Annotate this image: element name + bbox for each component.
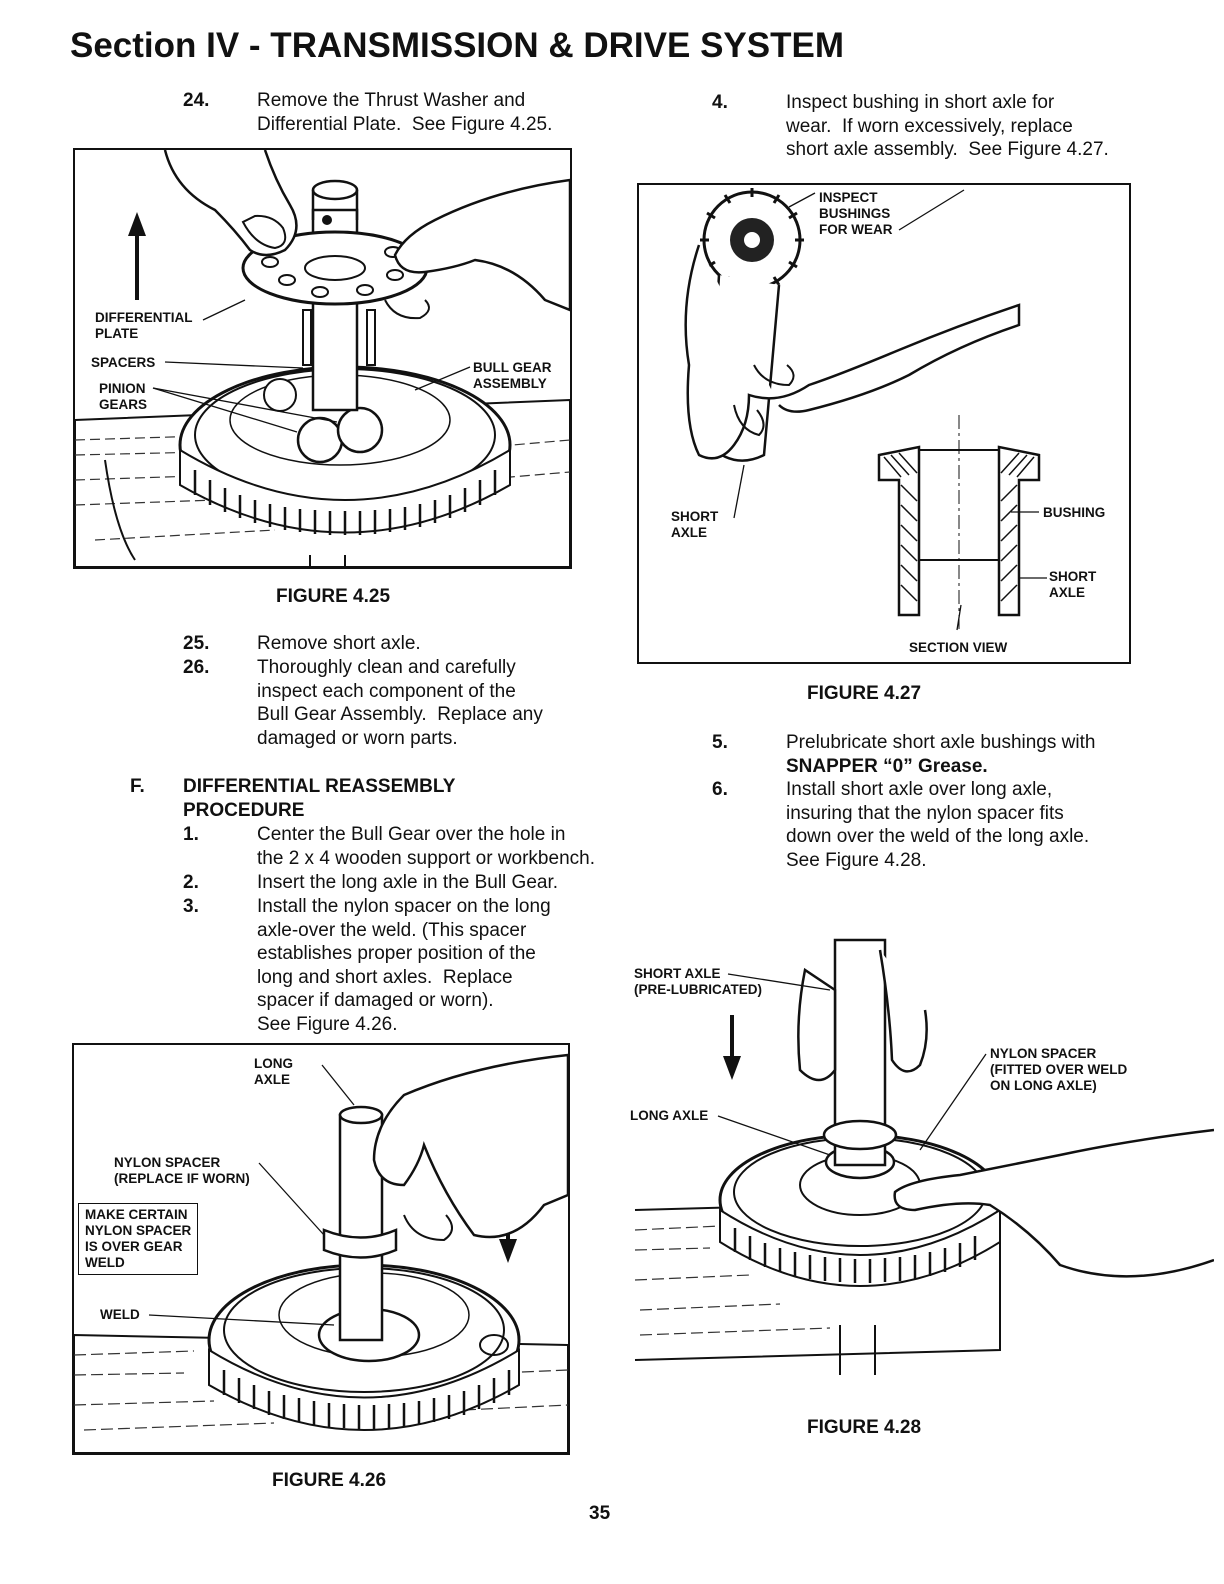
step-26: 26. Thoroughly clean and carefully inspe… (183, 656, 603, 752)
figure-4-28: SHORT AXLE (PRE-LUBRICATED) NYLON SPACER… (630, 930, 1214, 1390)
label-short-axle-prelubricated: SHORT AXLE (PRE-LUBRICATED) (634, 966, 762, 997)
step-text: Insert the long axle in the Bull Gear. (257, 872, 559, 893)
step-number: 24. (183, 90, 210, 111)
label-inspect-bushings: INSPECT BUSHINGS FOR WEAR (819, 190, 893, 237)
label-nylon-spacer: NYLON SPACER (REPLACE IF WORN) (114, 1155, 250, 1186)
section-title: Section IV - TRANSMISSION & DRIVE SYSTEM (70, 26, 844, 65)
step-text: Install short axle over long axle, insur… (786, 779, 1090, 871)
step-6: 6. Install short axle over long axle, in… (712, 778, 1152, 874)
section-f-letter: F. (130, 776, 145, 797)
step-f-1: 1. Center the Bull Gear over the hole in… (183, 823, 623, 871)
label-spacers: SPACERS (91, 355, 156, 371)
step-text: Thoroughly clean and carefully inspect e… (257, 657, 543, 749)
page-number: 35 (589, 1503, 611, 1524)
step-text: Prelubricate short axle bushings with (786, 732, 1096, 753)
step-text: Center the Bull Gear over the hole in th… (257, 824, 595, 869)
label-short-axle: SHORT AXLE (671, 509, 719, 540)
step-number: 3. (183, 896, 199, 917)
label-short-axle-section: SHORT AXLE (1049, 569, 1097, 600)
label-differential-plate: DIFFERENTIAL PLATE (95, 310, 193, 341)
figure-4-26-caption: FIGURE 4.26 (272, 1470, 387, 1491)
step-number: 1. (183, 824, 199, 845)
step-text: Inspect bushing in short axle for wear. … (786, 92, 1109, 161)
step-text: Remove short axle. (257, 633, 421, 654)
label-weld: WELD (100, 1307, 140, 1322)
section-f-heading: DIFFERENTIAL REASSEMBLY PROCEDURE (183, 776, 456, 821)
step-f-3: 3. Install the nylon spacer on the long … (183, 895, 623, 1039)
step-number: 26. (183, 657, 210, 678)
step-f-2: 2. Insert the long axle in the Bull Gear… (183, 871, 623, 895)
note-make-certain: MAKE CERTAIN NYLON SPACER IS OVER GEAR W… (78, 1203, 199, 1275)
label-bull-gear-assembly: BULL GEAR ASSEMBLY (473, 360, 552, 391)
figure-4-25-illustration (75, 150, 570, 567)
label-long-axle: LONG AXLE (630, 1108, 709, 1123)
figure-4-27-caption: FIGURE 4.27 (807, 683, 922, 704)
step-5: 5. Prelubricate short axle bushings with… (712, 731, 1152, 779)
figure-4-28-illustration (634, 938, 1214, 1375)
step-text: Install the nylon spacer on the long axl… (257, 896, 551, 1035)
step-25: 25. Remove short axle. (183, 632, 603, 656)
label-section-view: SECTION VIEW (909, 640, 1008, 655)
step-number: 25. (183, 633, 210, 654)
step-number: 5. (712, 732, 728, 753)
figure-4-27: INSPECT BUSHINGS FOR WEAR SHORT AXLE BUS… (637, 183, 1131, 664)
step-4: 4. Inspect bushing in short axle for wea… (712, 91, 1152, 163)
figure-4-27-illustration (684, 188, 1047, 631)
step-24: 24. Remove the Thrust Washer and Differe… (183, 89, 603, 139)
label-pinion-gears: PINION GEARS (99, 381, 148, 413)
step-number: 4. (712, 92, 728, 113)
figure-4-25-caption: FIGURE 4.25 (276, 586, 391, 607)
figure-4-26: LONG AXLE NYLON SPACER (REPLACE IF WORN)… (72, 1043, 570, 1455)
label-bushing: BUSHING (1043, 505, 1106, 520)
step-text: Remove the Thrust Washer and Differentia… (257, 90, 553, 135)
figure-4-28-caption: FIGURE 4.28 (807, 1417, 922, 1438)
step-number: 6. (712, 779, 728, 800)
figure-4-26-illustration (74, 1053, 568, 1453)
label-nylon-spacer-fitted: NYLON SPACER (FITTED OVER WELD ON LONG A… (990, 1046, 1128, 1093)
figure-4-25: DIFFERENTIAL PLATE SPACERS PINION GEARS … (73, 148, 572, 569)
label-long-axle: LONG AXLE (254, 1056, 293, 1087)
step-number: 2. (183, 872, 199, 893)
step-bold-text: SNAPPER “0” Grease. (786, 755, 988, 777)
